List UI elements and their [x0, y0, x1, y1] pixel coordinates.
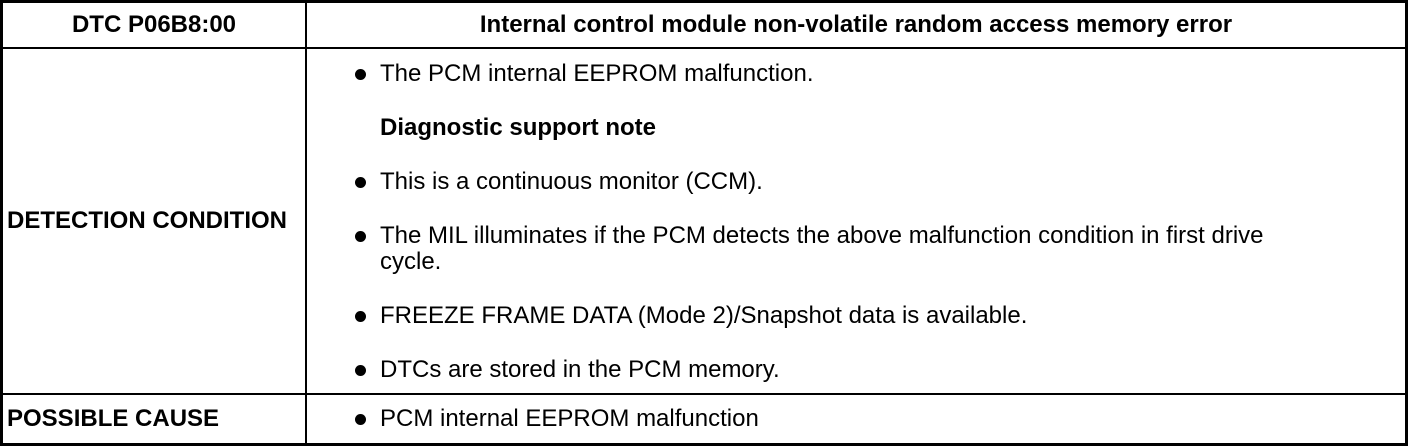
- dtc-title-cell: Internal control module non-volatile ran…: [307, 3, 1405, 47]
- item-text: This is a continuous monitor (CCM).: [380, 168, 763, 195]
- bullet-item: DTCs are stored in the PCM memory.: [355, 357, 1375, 383]
- dtc-code-cell: DTC P06B8:00: [3, 3, 307, 47]
- item-text: FREEZE FRAME DATA (Mode 2)/Snapshot data…: [380, 302, 1028, 329]
- bullet-item: The PCM internal EEPROM malfunction.: [355, 61, 1375, 87]
- possible-cause-label-cell: POSSIBLE CAUSE: [3, 395, 307, 443]
- bullet-icon: [355, 231, 366, 242]
- bullet-icon: [355, 311, 366, 322]
- detection-condition-label-cell: DETECTION CONDITION: [3, 49, 307, 393]
- bullet-item: FREEZE FRAME DATA (Mode 2)/Snapshot data…: [355, 303, 1375, 329]
- dtc-title-text: Internal control module non-volatile ran…: [479, 11, 1233, 38]
- item-text: DTCs are stored in the PCM memory.: [380, 356, 780, 383]
- bullet-item: PCM internal EEPROM malfunction: [355, 406, 759, 432]
- bullet-icon: [355, 69, 366, 80]
- bullet-item: This is a continuous monitor (CCM).: [355, 169, 1375, 195]
- item-text: The MIL illuminates if the PCM detects t…: [380, 222, 1264, 275]
- item-text: The PCM internal EEPROM malfunction.: [380, 60, 814, 87]
- bullet-icon: [355, 414, 366, 425]
- note-heading: Diagnostic support note: [380, 114, 656, 141]
- detection-condition-label: DETECTION CONDITION: [7, 207, 287, 234]
- detection-condition-row: DETECTION CONDITION The PCM internal EEP…: [3, 49, 1405, 395]
- bullet-icon: [355, 365, 366, 376]
- possible-cause-row: POSSIBLE CAUSE PCM internal EEPROM malfu…: [3, 395, 1405, 443]
- possible-cause-content: PCM internal EEPROM malfunction: [307, 395, 1405, 443]
- dtc-code-text: DTC P06B8:00: [71, 11, 237, 38]
- bullet-item: The MIL illuminates if the PCM detects t…: [355, 223, 1375, 275]
- detection-condition-content: The PCM internal EEPROM malfunction. Diag…: [307, 49, 1405, 393]
- possible-cause-label: POSSIBLE CAUSE: [7, 405, 220, 432]
- bullet-icon: [355, 177, 366, 188]
- dtc-header-row: DTC P06B8:00 Internal control module non…: [3, 3, 1405, 49]
- item-text: PCM internal EEPROM malfunction: [380, 405, 759, 432]
